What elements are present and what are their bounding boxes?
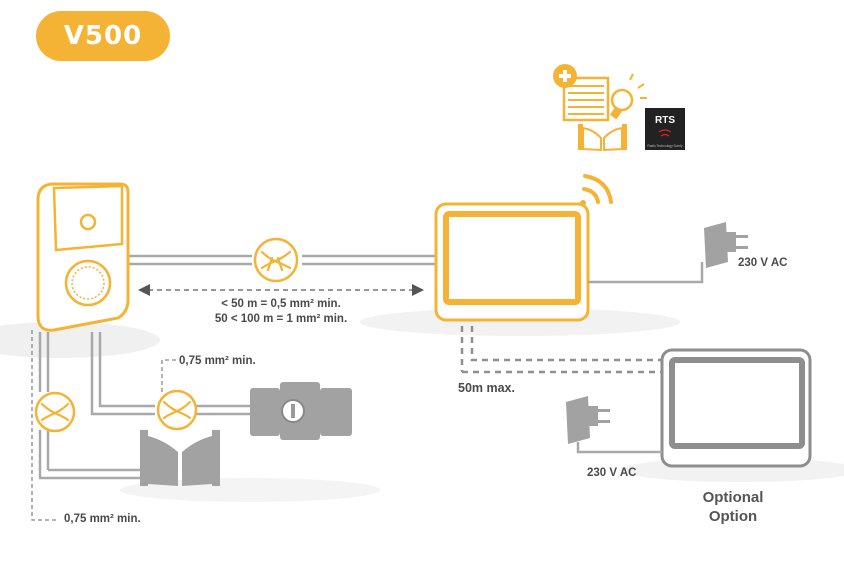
indoor-monitor xyxy=(434,202,590,322)
gate-icon xyxy=(140,430,220,486)
light-bulb-icon xyxy=(609,73,647,120)
wifi-signal xyxy=(580,174,613,206)
section-label-upper: 0,75 mm² min. xyxy=(179,355,256,367)
rts-logo: RTS Radio Technology Somfy xyxy=(645,108,685,150)
power-cable xyxy=(576,442,662,454)
optional-label: Optional Option xyxy=(688,488,778,526)
lower-cables xyxy=(38,332,250,480)
twisted-pair-cable-icon xyxy=(156,389,198,431)
main-cable xyxy=(128,254,436,266)
distance-max-label: 50m max. xyxy=(458,381,515,395)
section-indicator xyxy=(31,330,58,521)
power-adapter-icon xyxy=(704,222,748,268)
gate-icon xyxy=(578,124,627,152)
shadow xyxy=(0,322,160,358)
twisted-pair-cable-icon xyxy=(253,237,299,283)
section-label-lower: 0,75 mm² min. xyxy=(64,513,141,525)
optional-monitor xyxy=(660,348,812,468)
distance-arrow xyxy=(138,284,424,296)
intercom-outdoor-station xyxy=(36,182,130,332)
optional-line2: Option xyxy=(708,508,758,525)
voltage-label-main: 230 V AC xyxy=(738,257,788,269)
rts-logo-text: RTS xyxy=(655,115,675,126)
cable-spec-line2: 50 < 100 m = 1 mm² min. xyxy=(214,313,348,325)
optional-line1: Optional xyxy=(702,489,764,506)
cable-spec-label: < 50 m = 0,5 mm² min. 50 < 100 m = 1 mm²… xyxy=(196,297,366,327)
section-indicator xyxy=(161,359,176,392)
power-adapter-icon xyxy=(566,396,610,444)
voltage-label-secondary: 230 V AC xyxy=(587,467,637,479)
power-cable xyxy=(588,262,704,284)
twisted-pair-cable-icon xyxy=(34,391,76,433)
door-lock-icon xyxy=(250,382,352,440)
rts-logo-subtext: Radio Technology Somfy xyxy=(647,144,683,148)
add-icon xyxy=(553,64,577,88)
model-badge: V500 xyxy=(36,11,170,61)
optional-link xyxy=(460,326,664,374)
cable-spec-line1: < 50 m = 0,5 mm² min. xyxy=(221,298,341,310)
